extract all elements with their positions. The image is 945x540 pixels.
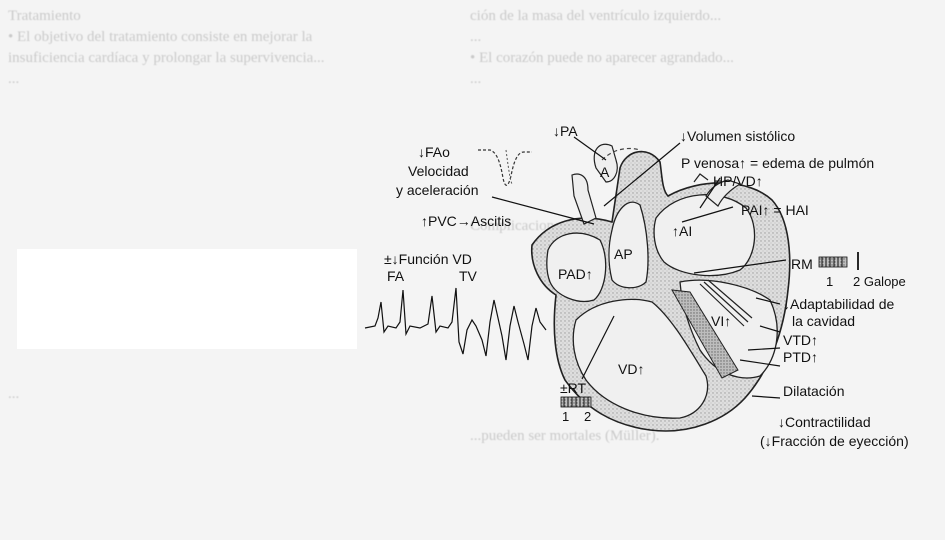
label-volumen-sistolico: ↓Volumen sistólico [680, 128, 795, 144]
label-aceleracion: y aceleración [396, 182, 479, 198]
label-dilatacion: Dilatación [783, 383, 844, 399]
label-pai-hai: PAI↑ = HAI [741, 202, 809, 218]
label-rt-2: 2 [584, 409, 591, 425]
label-hp-vd: HP/VD↑ [713, 173, 763, 189]
label-tv: TV [459, 268, 477, 284]
label-ai: ↑AI [672, 223, 692, 239]
rm-murmur-block [819, 257, 847, 267]
label-p-venosa: P venosa↑ = edema de pulmón [681, 155, 874, 171]
label-pvc-ascitis: ↑PVC→Ascitis [421, 213, 511, 229]
label-adaptabilidad: ↓Adaptabilidad de [783, 296, 894, 312]
label-cavidad: la cavidad [792, 313, 855, 329]
label-vd: VD↑ [618, 361, 644, 377]
label-velocidad: Velocidad [408, 163, 469, 179]
rt-murmur-block [561, 397, 591, 407]
label-pa: ↓PA [553, 123, 578, 139]
label-ap: AP [614, 246, 633, 262]
vena-cava-superior [572, 174, 596, 224]
label-atrium-a: A [600, 164, 609, 180]
label-rm-1: 1 [826, 274, 833, 290]
label-rt: ±RT [560, 380, 586, 396]
label-vtd: VTD↑ [783, 332, 818, 348]
left-atrium-cavity [654, 195, 754, 276]
label-fraccion-eyeccion: (↓Fracción de eyección) [760, 433, 909, 449]
label-fa: FA [387, 268, 404, 284]
label-rm-2-galope: 2 Galope [853, 274, 906, 290]
label-rm: RM [791, 256, 813, 272]
label-fao: ↓FAo [418, 144, 450, 160]
label-pad: PAD↑ [558, 266, 593, 282]
label-contractilidad: ↓Contractilidad [778, 414, 871, 430]
label-rt-1: 1 [562, 409, 569, 425]
label-vi: VI↑ [711, 313, 731, 329]
label-ptd: PTD↑ [783, 349, 818, 365]
pulmonary-vein-left [694, 174, 708, 182]
label-funcion-vd: ±↓Función VD [384, 251, 472, 267]
aortic-waveform-inner [506, 150, 512, 184]
ecg-trace [365, 288, 546, 360]
aortic-pressure-waveform [478, 150, 532, 185]
